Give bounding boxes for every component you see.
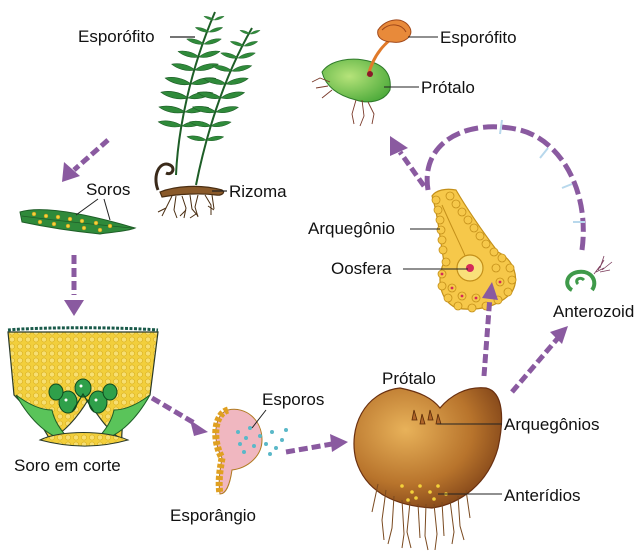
sporangium [216,409,288,494]
label-esporofito-fern: Esporófito [78,27,155,46]
arrow-sporangium-to-prothallus [286,444,332,452]
label-esporangio: Esporângio [170,506,256,525]
label-soros: Soros [86,180,130,199]
sorus-section [8,328,158,446]
arrow-archegonium-to-young-sporophyte [400,152,424,186]
label-arquegonio: Arquegônio [308,219,395,238]
archegonium [432,189,516,312]
prothallus [354,388,502,550]
label-esporofito-young: Esporófito [440,28,517,47]
label-protalo-young: Prótalo [421,78,475,97]
arrow-section-to-sporangium [152,398,196,424]
label-anteridios: Anterídios [504,486,581,505]
label-arquegonios: Arquegônios [504,415,599,434]
label-esporos: Esporos [262,390,324,409]
young-sporophyte [312,20,411,126]
label-protalo-big: Prótalo [382,369,436,388]
arrow-prothallus-to-antherozoid [512,338,558,392]
label-oosfera: Oosfera [331,259,392,278]
antherozoid [567,256,612,290]
arrow-fern-to-sori [74,140,108,170]
arc-ticks [500,120,585,222]
label-anterozoide: Anterozoide [553,302,634,321]
label-rizoma: Rizoma [229,182,287,201]
label-soro-corte: Soro em corte [14,456,121,475]
leader-line [104,199,110,220]
leader-line [76,199,98,215]
